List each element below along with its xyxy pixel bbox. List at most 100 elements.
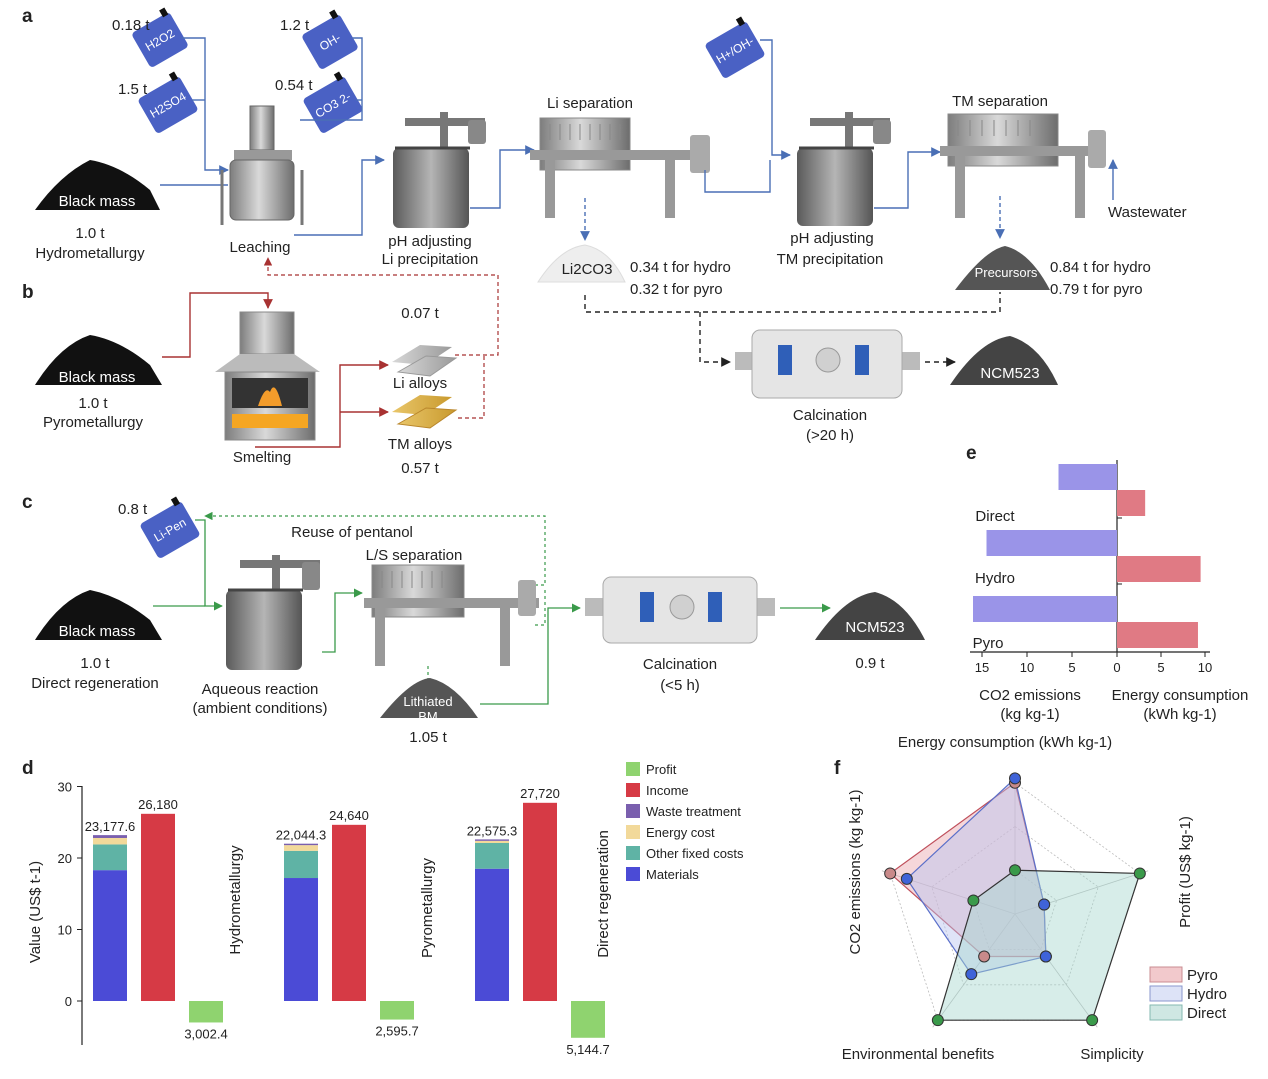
route-label-hydro: Hydro <box>975 570 1015 587</box>
aqueous-tank <box>226 555 320 670</box>
d-legend: Profit Income Waste treatment Energy cos… <box>626 762 744 882</box>
pyro-point <box>978 950 991 963</box>
profit-label: 5,144.7 <box>566 1042 609 1057</box>
drum-co3: CO3 2- <box>303 71 363 133</box>
black-mass-pile: Black mass <box>35 160 160 210</box>
legend-swatch <box>626 783 640 797</box>
li2co3-label: Li2CO3 <box>562 261 613 278</box>
income-bar <box>332 824 366 1001</box>
energy-cost-bar <box>93 837 127 845</box>
drum-cap-icon <box>333 71 344 82</box>
prec-pyro: 0.79 t for pyro <box>1050 281 1143 298</box>
drum-li-pen: Li-Pen <box>140 496 200 558</box>
calcination-time: (>20 h) <box>806 427 854 444</box>
route-label: Hydrometallurgy <box>35 245 145 262</box>
legend-profit: Profit <box>646 762 677 777</box>
co2-axis-label: CO2 emissions <box>979 687 1081 704</box>
radar-axis-simplicity: Simplicity <box>1080 1046 1144 1063</box>
waste-treatment-bar <box>475 839 509 841</box>
income-label: 24,640 <box>329 808 369 823</box>
li-alloys-label: Li alloys <box>393 375 447 392</box>
drum-cap-icon <box>159 7 169 18</box>
flow-line <box>470 145 535 209</box>
drum-icon <box>140 502 200 558</box>
energy-axis-label: Energy consumption <box>1112 687 1249 704</box>
li-precip-label: Li precipitation <box>382 251 479 268</box>
co2-axis-unit: (kg kg-1) <box>1000 706 1059 723</box>
drum-h2o2: H2O2 <box>132 7 188 67</box>
group-label-hydro: Hydrometallurgy <box>227 845 244 955</box>
hydro-point <box>1038 898 1051 911</box>
cost-total-label: 22,575.3 <box>467 823 518 838</box>
mass-qty: 1.0 t <box>80 655 110 672</box>
cost-total-label: 23,177.6 <box>85 819 136 834</box>
drum-icon <box>138 77 198 133</box>
energy-bar <box>1117 556 1201 582</box>
reagent-qty: 0.54 t <box>275 77 313 94</box>
black-mass-pile: Black mass <box>35 590 162 640</box>
calcination-label: Calcination <box>643 656 717 673</box>
energy-cost-bar <box>284 845 318 851</box>
energy-bar <box>1117 490 1146 516</box>
radar-axis-profit: Profit (US$ kg-1) <box>1177 816 1194 928</box>
precursors-label: Precursors <box>975 265 1038 280</box>
e-tick-label: 10 <box>1198 660 1212 675</box>
drum-icon <box>302 15 358 69</box>
cost-total-label: 22,044.3 <box>276 828 327 843</box>
co2-bar <box>973 596 1117 622</box>
legend-other: Other fixed costs <box>646 846 744 861</box>
panel-label-f: f <box>834 758 841 779</box>
flow-line <box>704 160 771 193</box>
panel-label-e: e <box>966 443 977 464</box>
li2co3-pile: Li2CO3 <box>537 244 626 283</box>
f-legend: Pyro Hydro Direct <box>1149 966 1227 1022</box>
reuse-label: Reuse of pentanol <box>291 524 413 541</box>
income-label: 26,180 <box>138 797 178 812</box>
smelter <box>215 311 320 441</box>
legend-pyro: Pyro <box>1187 967 1218 984</box>
legend-swatch <box>626 867 640 881</box>
precursors-pile: Precursors <box>955 246 1050 290</box>
income-bar <box>523 802 557 1001</box>
panel-label-d: d <box>22 758 34 779</box>
aqueous-label: Aqueous reaction <box>202 681 319 698</box>
calcination-label: Calcination <box>793 407 867 424</box>
hydro-point <box>1009 772 1021 785</box>
legend-income: Income <box>646 783 689 798</box>
ncm-label: NCM523 <box>980 365 1039 382</box>
reagent-qty: 1.2 t <box>280 17 310 34</box>
black-mass-label: Black mass <box>59 623 136 640</box>
calcination-time: (<5 h) <box>660 677 700 694</box>
li2co3-pyro: 0.32 t for pyro <box>630 281 723 298</box>
tm-separation-label: TM separation <box>952 93 1048 110</box>
hydro-point <box>900 872 913 885</box>
radar-grid <box>972 869 1058 950</box>
d-tick-label: 0 <box>65 994 72 1009</box>
profit-bar <box>380 1001 414 1020</box>
ambient-label: (ambient conditions) <box>192 700 327 717</box>
hydro-polygon <box>906 777 1047 975</box>
profit-label: 3,002.4 <box>184 1026 227 1041</box>
black-mass-pile: Black mass <box>35 335 162 386</box>
direct-point <box>1086 1014 1099 1027</box>
li-alloy-ingots <box>392 345 458 377</box>
legend-hydro: Hydro <box>1187 986 1227 1003</box>
drum-cap-icon <box>735 16 746 27</box>
d-tick-label: 10 <box>58 923 72 938</box>
radar-spoke <box>1014 870 1149 915</box>
other-fixed-costs-bar <box>284 850 318 879</box>
radar-axis-energy: Energy consumption (kWh kg-1) <box>898 734 1112 751</box>
flow-line <box>294 155 385 236</box>
drum-h-oh: H+/OH- <box>705 16 765 78</box>
bm-label: BM <box>418 709 438 724</box>
d-tick-label: 20 <box>58 851 72 866</box>
route-label-pyro: Pyro <box>973 635 1004 652</box>
legend-materials: Materials <box>646 867 699 882</box>
legend-swatch <box>626 762 640 776</box>
route-label: Direct regeneration <box>31 675 159 692</box>
tm-alloys-label: TM alloys <box>388 436 452 453</box>
energy-cost-bar <box>475 840 509 843</box>
reagent-qty: 0.18 t <box>112 17 150 34</box>
furnace-a <box>735 329 920 399</box>
group-label-pyro: Pyrometallurgy <box>419 857 436 958</box>
